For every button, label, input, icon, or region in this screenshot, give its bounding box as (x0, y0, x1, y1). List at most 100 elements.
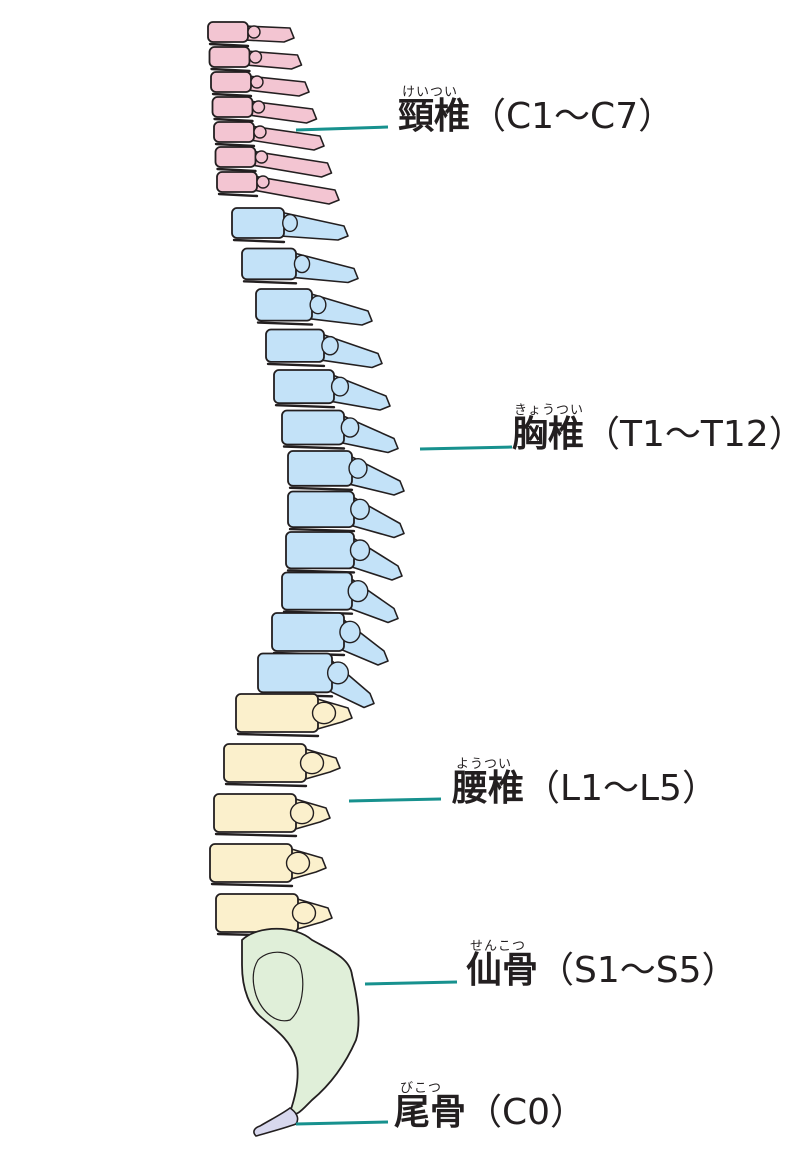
thoracic-vertebra-body (287, 450, 353, 487)
thoracic-vertebra-disc (256, 321, 314, 326)
cervical-vertebra-disc (213, 117, 254, 123)
thoracic-vertebra-facet (348, 457, 368, 479)
cervical-vertebra-body (211, 96, 254, 118)
leader-lines (295, 125, 513, 1126)
cervical-vertebra-facet (250, 75, 264, 89)
thoracic-vertebra-facet (347, 579, 369, 603)
thoracic-vertebra-5 (273, 369, 391, 411)
cervical-vertebra-6 (214, 146, 333, 178)
thoracic-vertebra-facet (282, 213, 298, 233)
coccyx-name: 尾骨 (394, 1092, 467, 1133)
lumbar-vertebra-4 (209, 843, 327, 888)
cervical-vertebra-body (213, 121, 255, 143)
thoracic-vertebra-body (255, 288, 313, 322)
sacrum-ruby: せんこつ (470, 939, 527, 954)
cervical-vertebra-body (216, 171, 258, 193)
lumbar-vertebra-disc (236, 732, 320, 738)
thoracic-vertebra-facet (330, 376, 350, 397)
cervical-range: （C1〜C7） (470, 96, 675, 137)
cervical-name: 頸椎 (398, 96, 471, 137)
lumbar-vertebra-disc (224, 782, 308, 788)
thoracic-ruby: きょうつい (514, 403, 585, 418)
cervical-vertebra-facet (253, 125, 267, 139)
cervical-vertebra-3 (210, 71, 310, 98)
thoracic-vertebra-2 (241, 247, 359, 285)
thoracic-vertebra-body (273, 369, 335, 405)
thoracic-vertebra-7 (287, 450, 405, 496)
thoracic-vertebra-body (241, 247, 297, 281)
coccyx-range: （C0） (466, 1092, 587, 1133)
cervical-vertebra-5 (213, 121, 325, 151)
thoracic-vertebra-4 (265, 328, 383, 369)
sacrum-label: せんこつ 仙骨（S1〜S5） (466, 940, 738, 989)
cervical-vertebra-body (207, 21, 249, 43)
cervical-vertebra-disc (216, 167, 257, 173)
thoracic-vertebra-facet (326, 661, 350, 685)
thoracic-range: （T1〜T12） (584, 414, 795, 455)
thoracic-vertebra-disc (282, 445, 346, 450)
thoracic-vertebra-3 (255, 288, 373, 326)
sacrum-shape (241, 927, 360, 1115)
cervical-vertebra-disc (214, 142, 256, 148)
lumbar-label: ようつい 腰椎（L1〜L5） (452, 758, 718, 807)
thoracic-vertebra-6 (281, 409, 399, 454)
cervical-vertebra-7 (216, 171, 340, 205)
thoracic-vertebra-body (257, 652, 333, 694)
lumbar-vertebra-3 (213, 793, 331, 838)
lumbar-vertebra-2 (223, 743, 341, 788)
cervical-leader (295, 125, 389, 132)
coccyx-shape (253, 1107, 299, 1137)
cervical-ruby: けいつい (402, 85, 459, 100)
cervical-vertebra-facet (251, 100, 266, 114)
thoracic-vertebra-facet (350, 498, 370, 520)
lumbar-vertebra-body (213, 793, 297, 833)
thoracic-leader (419, 445, 513, 451)
thoracic-vertebra-facet (349, 539, 371, 562)
thoracic-vertebra-body (271, 612, 345, 652)
thoracic-vertebra-8 (287, 490, 405, 539)
sacrum-range: （S1〜S5） (538, 950, 738, 991)
coccyx-ruby: びこつ (400, 1081, 443, 1096)
thoracic-label: きょうつい 胸椎（T1〜T12） (512, 404, 795, 453)
lumbar-vertebra-facet (289, 801, 315, 825)
thoracic-vertebra-1 (231, 207, 349, 244)
cervical-vertebra-disc (210, 67, 251, 73)
thoracic-vertebra-facet (339, 620, 361, 644)
thoracic-vertebra-disc (266, 362, 326, 368)
thoracic-vertebra-facet (293, 254, 311, 274)
thoracic-vertebra-disc (232, 238, 286, 244)
lumbar-vertebra-facet (299, 751, 325, 775)
lumbar-vertebra-5 (215, 893, 333, 938)
cervical-vertebra-body (214, 146, 257, 168)
thoracic-vertebra-disc (274, 404, 336, 409)
cervical-vertebra-disc (208, 42, 250, 48)
coccyx-bone (253, 1107, 299, 1137)
thoracic-vertebra-facet (321, 335, 339, 356)
thoracic-vertebra-disc (288, 486, 354, 491)
sacrum-name: 仙骨 (466, 950, 539, 991)
sacrum-bone (241, 927, 360, 1115)
sacrum-inner-outline (252, 951, 304, 1022)
thoracic-vertebra-11 (271, 612, 389, 666)
cervical-vertebra-facet (256, 175, 270, 189)
thoracic-vertebra-body (281, 571, 353, 611)
thoracic-name: 胸椎 (512, 414, 585, 455)
thoracic-vertebra-body (287, 490, 355, 528)
cervical-vertebra-1 (207, 21, 295, 48)
lumbar-vertebra-1 (235, 693, 353, 738)
cervical-vertebra-facet (254, 150, 269, 164)
cervical-vertebra-disc (211, 92, 253, 98)
thoracic-vertebra-facet (309, 295, 327, 315)
cervical-vertebrae (207, 21, 340, 205)
cervical-label: けいつい 頸椎（C1〜C7） (398, 86, 674, 135)
lumbar-vertebra-body (223, 743, 307, 783)
coccyx-leader (295, 1120, 389, 1126)
lumbar-vertebra-body (235, 693, 319, 733)
thoracic-vertebra-body (231, 207, 285, 239)
lumbar-vertebra-facet (291, 901, 317, 925)
thoracic-vertebra-9 (285, 531, 403, 581)
coccyx-label: びこつ 尾骨（C0） (394, 1082, 586, 1131)
sacrum-leader (364, 980, 458, 986)
thoracic-vertebra-body (265, 328, 325, 363)
